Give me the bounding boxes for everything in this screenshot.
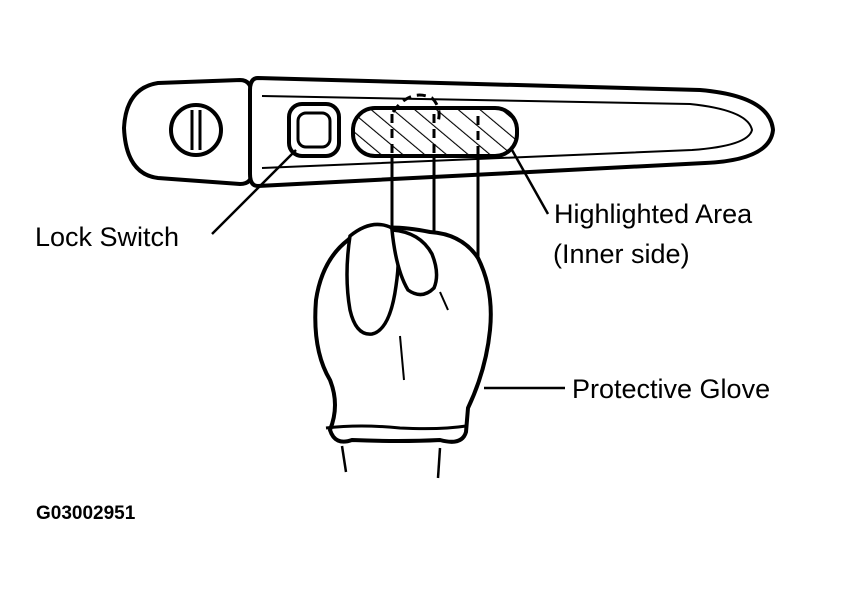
- figure-id: G03002951: [36, 503, 136, 524]
- key-cylinder-cover: [121, 77, 254, 187]
- lock-switch-leader: [211, 149, 297, 235]
- glove-icon: [313, 222, 493, 479]
- highlighted-area-leader: [510, 149, 550, 215]
- key-cylinder-icon: [169, 103, 223, 157]
- lock-switch-icon: [287, 102, 341, 158]
- highlighted-area: [351, 93, 519, 158]
- highlighted-area-label: Highlighted Area: [554, 199, 753, 229]
- protective-glove-label: Protective Glove: [572, 374, 771, 404]
- highlighted-area-sublabel: (Inner side): [553, 239, 690, 269]
- lock-switch-label: Lock Switch: [35, 222, 180, 252]
- glove-fingers: [390, 158, 480, 258]
